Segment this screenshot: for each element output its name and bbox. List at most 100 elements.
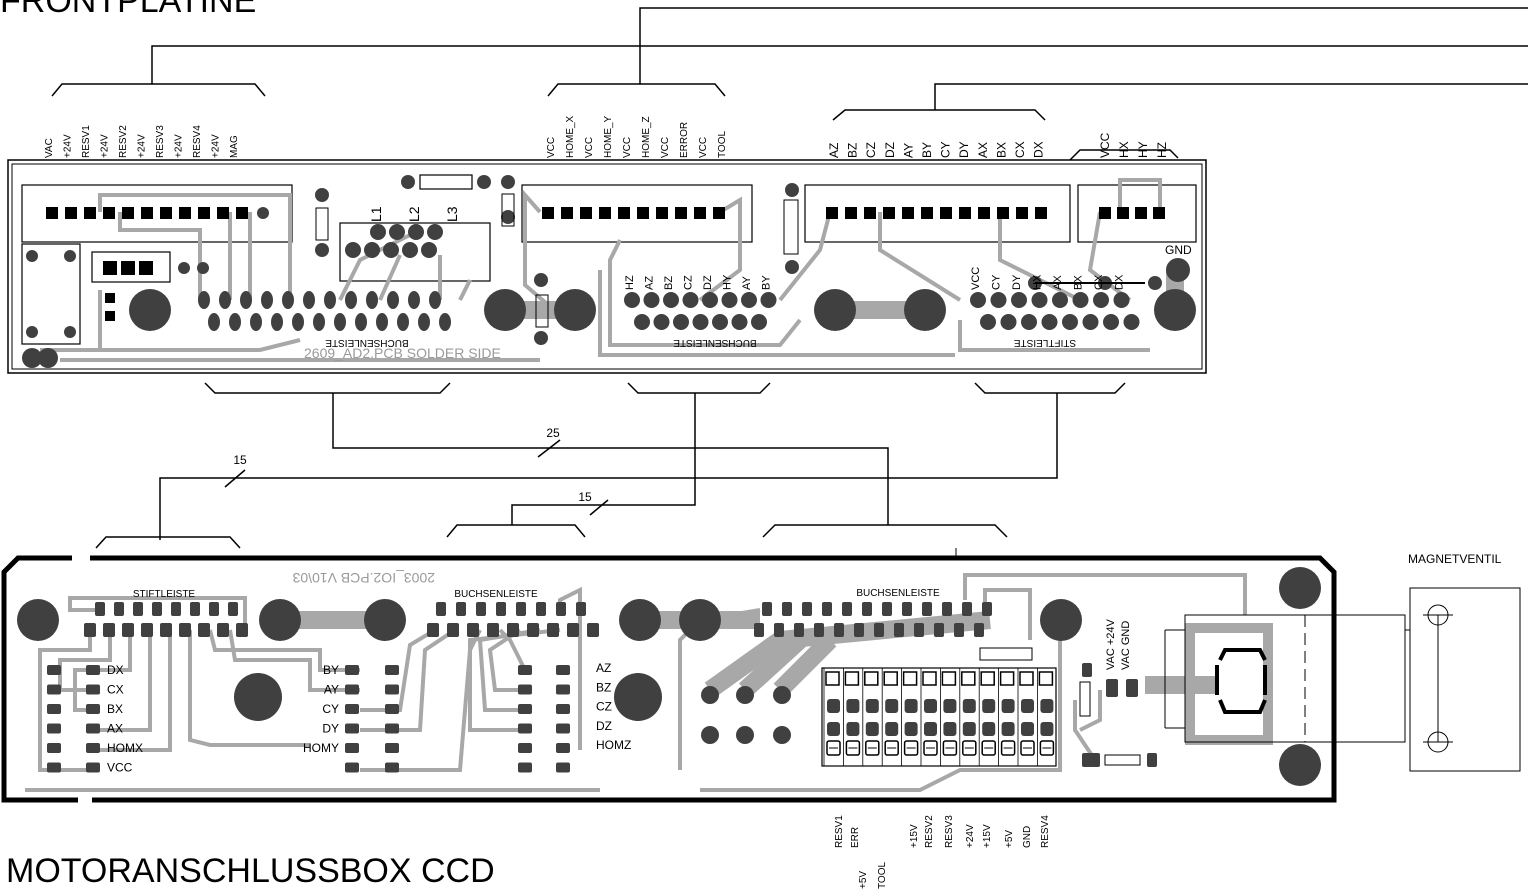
cable-count-15: 15 <box>578 490 592 504</box>
pad <box>345 665 359 675</box>
pad <box>171 602 181 616</box>
pad <box>527 623 539 637</box>
pad <box>84 623 96 637</box>
pad <box>197 262 209 274</box>
bottom-label: RESV4 <box>1040 815 1051 848</box>
pad <box>160 623 172 637</box>
mid-pin-label: BZ <box>663 276 675 290</box>
pad <box>556 762 570 773</box>
pad <box>518 684 532 695</box>
pad <box>105 311 115 321</box>
pad <box>385 665 399 675</box>
solder-side-label: 2609_AD2.PCB SOLDER SIDE <box>304 345 501 361</box>
lower-left-label: AX <box>107 722 123 736</box>
pad <box>402 242 418 258</box>
pad <box>103 261 117 275</box>
connector-2-pin-label: TOOL <box>717 131 728 158</box>
pad <box>229 313 241 331</box>
connector-1-pin-label: MAG <box>229 135 240 158</box>
terminal-pad <box>1021 699 1034 713</box>
terminal-pad <box>904 722 918 736</box>
pad <box>1135 207 1147 219</box>
terminal-pad <box>865 699 879 713</box>
terminal-pad <box>827 699 840 713</box>
pad <box>754 623 764 637</box>
resistor <box>1104 754 1141 766</box>
bottom-label: +15V <box>909 824 920 848</box>
connector-3-pin-label: CY <box>939 141 953 158</box>
pad <box>385 684 399 695</box>
pad <box>653 314 670 330</box>
pad <box>418 313 430 331</box>
connector-4-pin-label: HY <box>1136 141 1150 158</box>
pad <box>427 224 443 240</box>
connector-2-pin-label: VCC <box>546 137 557 158</box>
pad <box>1082 753 1092 767</box>
pad <box>845 207 857 219</box>
pad <box>401 175 415 189</box>
pad <box>731 314 748 330</box>
terminal-top <box>883 671 898 686</box>
terminal-pad <box>943 722 957 736</box>
lower-left-label: VCC <box>107 761 133 775</box>
pad <box>257 207 269 219</box>
lower-mid-label: BY <box>323 663 339 677</box>
pad <box>121 261 135 275</box>
lower-mounting-holes <box>17 567 1321 786</box>
cable-count-25: 25 <box>546 426 560 440</box>
pad <box>862 602 872 616</box>
pad <box>894 623 904 637</box>
connector-4-pin-label: HX <box>1117 141 1131 158</box>
terminal-top <box>844 671 860 686</box>
pad <box>95 602 105 616</box>
lower-left-label: DX <box>107 663 124 677</box>
pad <box>198 207 210 219</box>
terminal-top <box>864 671 879 686</box>
mid-pin-label: CZ <box>683 275 695 290</box>
pad <box>476 602 486 616</box>
pad <box>694 207 706 219</box>
pad <box>701 686 719 704</box>
pad <box>1123 314 1140 330</box>
pad <box>974 623 984 637</box>
terminal-top <box>961 671 976 686</box>
pad <box>921 207 933 219</box>
vac-label: VAC GND <box>1120 621 1132 670</box>
connector-4-pin-label: HZ <box>1155 142 1169 158</box>
lower-mid-label: AY <box>324 683 339 697</box>
pad <box>914 623 924 637</box>
pad <box>834 623 844 637</box>
pad <box>179 207 191 219</box>
pad <box>198 291 210 309</box>
pad <box>385 723 399 734</box>
pad <box>122 623 134 637</box>
pad <box>86 704 100 714</box>
lower-pads <box>47 602 1157 773</box>
top-wires <box>51 7 1528 161</box>
pad <box>133 602 143 616</box>
connector-2-pin-label: HOME_X <box>565 115 576 158</box>
pad <box>954 623 964 637</box>
pad <box>217 623 229 637</box>
top-mounting-holes <box>129 258 1196 331</box>
pad <box>421 242 437 258</box>
cable-count-15: 15 <box>233 453 247 467</box>
pad <box>518 762 532 773</box>
right-pin-label: VCC <box>970 267 982 290</box>
connector-1-pin-label: +24V <box>100 134 111 158</box>
pad <box>397 313 409 331</box>
pad <box>334 313 346 331</box>
pad <box>773 726 791 744</box>
lower-mid-label: DY <box>322 722 339 736</box>
resistor <box>783 199 799 255</box>
pad <box>997 207 1009 219</box>
pad <box>179 623 191 637</box>
pad <box>536 602 546 616</box>
connector-1-pin-label: +24V <box>63 134 74 158</box>
terminal-pad <box>1040 722 1054 736</box>
pad <box>364 242 380 258</box>
pad <box>387 291 399 309</box>
gnd-label: GND <box>1165 243 1192 257</box>
